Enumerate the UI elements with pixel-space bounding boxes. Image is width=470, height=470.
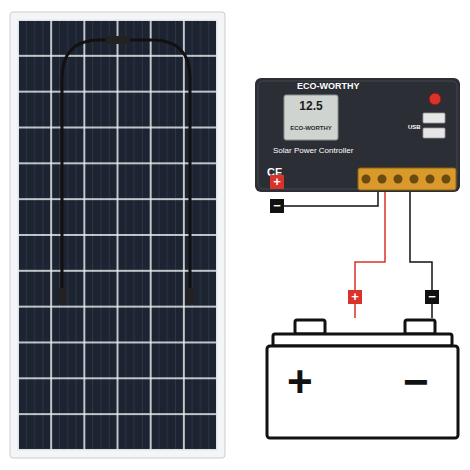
- charge-controller: ECO-WORTHY12.5ECO-WORTHYSolar Power Cont…: [255, 78, 460, 192]
- negative-marker: −: [425, 290, 439, 304]
- positive-marker: +: [348, 290, 362, 304]
- controller-body: [255, 78, 460, 192]
- usb-label: USB: [408, 124, 421, 131]
- negative-marker: −: [270, 199, 284, 213]
- positive-marker: +: [270, 175, 284, 189]
- brand-name: ECO-WORTHY: [297, 82, 360, 92]
- battery-negative: −: [403, 358, 429, 406]
- lcd-reading: 12.5: [284, 100, 338, 113]
- product-name: Solar Power Controller: [273, 147, 353, 156]
- battery: +−: [265, 318, 460, 440]
- solar-panel: [10, 12, 225, 458]
- lcd-brand: ECO-WORTHY: [284, 125, 338, 132]
- battery-positive: +: [287, 358, 313, 406]
